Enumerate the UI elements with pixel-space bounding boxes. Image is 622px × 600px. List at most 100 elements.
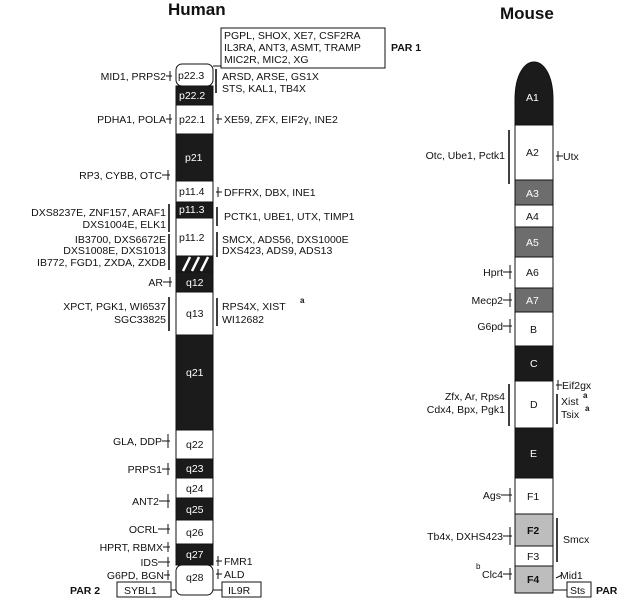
mouse-left-genes: Otc, Ube1, Pctk1 Hprt Mecp2 G6pd Zfx, Ar…: [426, 130, 512, 581]
human-gene-left: AR: [148, 277, 163, 289]
xist-superscript: a: [300, 296, 305, 305]
human-gene-right: STS, KAL1, TB4X: [222, 83, 306, 95]
mouse-band-f4: [514, 565, 554, 594]
mouse-right-genes: Utx Eif2gx Xist a Tsix a Smcx Mid1: [555, 151, 592, 582]
mouse-band-a1: [514, 61, 554, 126]
human-par1: PGPL, SHOX, XE7, CSF2RA IL3RA, ANT3, ASM…: [213, 27, 421, 69]
human-gene-left: RP3, CYBB, OTC: [79, 170, 162, 182]
human-gene-right: XE59, ZFX, EIF2γ, INE2: [224, 114, 338, 126]
mouse-gene-right: Mid1: [560, 570, 583, 582]
mouse-band-b: [514, 311, 554, 347]
mouse-band-a6: [514, 256, 554, 289]
mouse-band-label: F4: [527, 574, 539, 586]
mouse-gene-left: Ags: [483, 490, 501, 502]
human-band-label: p22.2: [179, 90, 205, 102]
human-band-label: p21: [185, 152, 203, 164]
human-band-label: q13: [186, 308, 204, 320]
mouse-band-label: B: [530, 324, 537, 336]
mouse-band-label: A4: [526, 211, 539, 223]
human-band-label: p22.3: [178, 70, 204, 82]
human-chromosome: p22.3 p22.2 p22.1 p21 p11.4 p11.3 p11.2 …: [175, 63, 214, 596]
human-gene-left: DXS8237E, ZNF157, ARAF1: [31, 207, 166, 219]
human-gene-left: IB3700, DXS6672E: [75, 234, 166, 246]
mouse-band-label: C: [530, 358, 538, 370]
mouse-band-label: A3: [526, 188, 539, 200]
tsix-superscript: a: [585, 404, 590, 413]
human-gene-left: MID1, PRPS2: [101, 71, 167, 83]
human-right-genes: ARSD, ARSE, GS1X STS, KAL1, TB4X XE59, Z…: [215, 69, 355, 581]
human-gene-right: ARSD, ARSE, GS1X: [222, 71, 319, 83]
human-gene-left: IB772, FGD1, ZXDA, ZXDB: [37, 257, 166, 269]
par1-label: PAR 1: [391, 42, 421, 54]
mouse-band-label: D: [530, 399, 538, 411]
human-gene-left: ANT2: [132, 496, 159, 508]
mouse-band-f1: [514, 477, 554, 515]
mouse-band-a7: [514, 287, 554, 313]
human-gene-right: DFFRX, DBX, INE1: [224, 187, 316, 199]
mouse-band-label: A7: [526, 295, 539, 307]
human-gene-left: SGC33825: [114, 314, 166, 326]
mouse-band-label: F3: [527, 551, 539, 563]
human-band-q28: [175, 564, 214, 596]
human-gene-right: PCTK1, UBE1, UTX, TIMP1: [224, 211, 355, 223]
human-band-label: q22: [186, 439, 204, 451]
par2-label: PAR 2: [70, 585, 100, 597]
human-band-label: p22.1: [179, 114, 205, 126]
human-band-label: q23: [186, 463, 204, 475]
mouse-gene-right: Eif2gx: [562, 380, 592, 392]
human-band-label: p11.2: [179, 232, 205, 244]
human-band-label: q12: [186, 277, 204, 289]
human-band-label: p11.3: [179, 204, 205, 216]
mouse-chromosome: A1 A2 A3 A4 A5 A6 A7 B C D E F1 F2 F3 F4: [514, 61, 554, 594]
human-gene-left: G6PD, BGN: [107, 570, 164, 582]
human-gene-left: IDS: [140, 557, 158, 569]
human-gene-left: HPRT, RBMX: [100, 542, 163, 554]
human-band-label: q25: [186, 504, 204, 516]
mouse-gene-left: Cdx4, Bpx, Pgk1: [427, 404, 505, 416]
human-gene-left: DXS1008E, DXS1013: [63, 245, 166, 257]
mouse-gene-right: Tsix: [561, 409, 580, 421]
human-gene-right: WI12682: [222, 314, 264, 326]
human-band-label: p11.4: [179, 186, 205, 198]
par1-genes-line2: IL3RA, ANT3, ASMT, TRAMP: [224, 42, 361, 54]
human-title: Human: [168, 0, 226, 19]
mouse-par: Sts PAR: [553, 581, 618, 598]
mouse-band-label: A1: [526, 92, 539, 104]
human-band-q22: [175, 429, 214, 460]
mouse-band-d: [514, 380, 554, 429]
human-gene-right: RPS4X, XIST: [222, 301, 286, 313]
mouse-gene-left: Mecp2: [471, 295, 503, 307]
mouse-gene-left: Zfx, Ar, Rps4: [445, 391, 505, 403]
human-par2: PAR 2 SYBL1 IL9R: [70, 581, 262, 598]
mouse-gene-right: Utx: [563, 151, 580, 163]
mouse-band-label: F2: [527, 525, 539, 537]
clc4-superscript: b: [476, 562, 481, 571]
human-gene-left: GLA, DDP: [113, 436, 162, 448]
human-centromere: [175, 255, 214, 273]
mouse-band-f2: [514, 513, 554, 547]
mouse-band-a5: [514, 226, 554, 258]
mouse-gene-right: Xist: [561, 396, 579, 408]
par1-genes-line3: MIC2R, MIC2, XG: [224, 54, 309, 66]
human-left-genes: MID1, PRPS2 PDHA1, POLA RP3, CYBB, OTC D…: [31, 71, 172, 582]
mouse-par-label: PAR: [596, 585, 618, 597]
human-gene-left: PDHA1, POLA: [97, 114, 166, 126]
mouse-gene-right: Smcx: [563, 534, 590, 546]
human-band-q21: [175, 334, 214, 431]
mouse-band-a2: [514, 124, 554, 181]
mouse-band-label: A6: [526, 267, 539, 279]
mouse-band-label: A5: [526, 237, 539, 249]
human-band-q26: [175, 519, 214, 545]
human-band-q13: [175, 291, 214, 336]
human-gene-right: SMCX, ADS56, DXS1000E: [222, 234, 349, 246]
par1-genes-line1: PGPL, SHOX, XE7, CSF2RA: [224, 30, 361, 42]
human-band-label: q27: [186, 549, 204, 561]
mouse-gene-left: Clc4: [482, 569, 503, 581]
human-gene-left: DXS1004E, ELK1: [83, 219, 167, 231]
human-band-label: q24: [186, 483, 204, 495]
mouse-band-label: A2: [526, 147, 539, 159]
human-gene-left: OCRL: [129, 524, 158, 536]
human-gene-left: PRPS1: [128, 464, 163, 476]
par2-gene-right: IL9R: [228, 585, 251, 597]
human-gene-right: DXS423, ADS9, ADS13: [222, 245, 332, 257]
